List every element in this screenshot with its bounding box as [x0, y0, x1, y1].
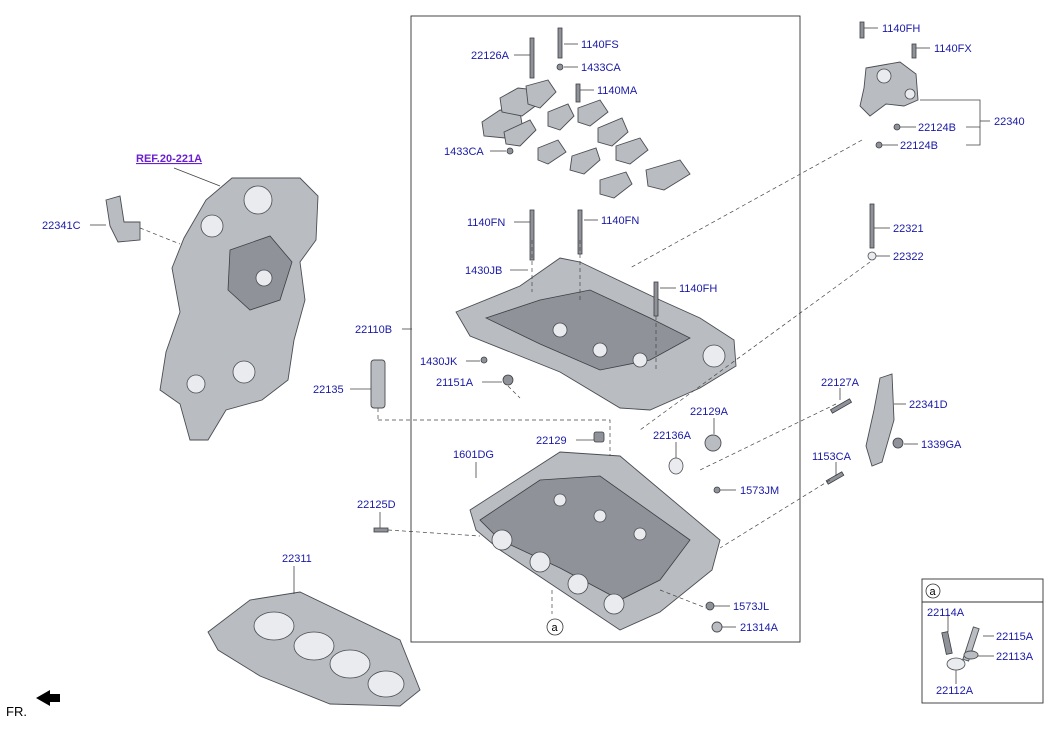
- label-1430JB[interactable]: 1430JB: [465, 265, 502, 277]
- bolt-1140FX: [911, 43, 917, 59]
- label-1140FN[interactable]: 1140FN: [467, 217, 505, 229]
- washer-1433CA-2: [506, 147, 514, 155]
- label-22321[interactable]: 22321: [893, 223, 924, 235]
- label-21151A[interactable]: 21151A: [436, 377, 474, 389]
- engine-mount-bracket: [859, 61, 919, 117]
- label-1339GA[interactable]: 1339GA: [921, 439, 962, 451]
- pin-1153CA: [825, 471, 845, 485]
- plug-21151A: [502, 374, 514, 386]
- label-22115A[interactable]: 22115A: [996, 631, 1034, 643]
- head-gasket: [207, 591, 421, 707]
- washer-22322: [867, 251, 877, 261]
- pin-22127A: [829, 398, 853, 414]
- camshaft-caps: [481, 79, 691, 199]
- bolt-1140MA: [575, 83, 581, 103]
- label-1140FS[interactable]: 1140FS: [581, 39, 619, 51]
- label-1433CA-2[interactable]: 1433CA: [444, 146, 484, 158]
- label-22129[interactable]: 22129: [536, 435, 567, 447]
- callout-marker-circle: [546, 618, 564, 636]
- cam-carrier: [455, 257, 737, 411]
- washer-1433CA: [556, 63, 564, 71]
- plug-1573JM: [713, 486, 721, 494]
- label-22124B[interactable]: 22124B: [918, 122, 956, 134]
- timing-cover: [159, 177, 319, 441]
- detail-box-a: a: [921, 578, 1044, 704]
- plug-22129: [593, 431, 605, 443]
- valve-seal: [963, 650, 979, 660]
- label-22311[interactable]: 22311: [282, 553, 312, 565]
- cylinder-head: [469, 451, 721, 631]
- label-22136A[interactable]: 22136A: [653, 430, 692, 442]
- pin-1430JK: [480, 356, 488, 364]
- label-22135[interactable]: 22135: [313, 384, 344, 396]
- label-22340[interactable]: 22340: [994, 116, 1025, 128]
- label-22341D[interactable]: 22341D: [909, 399, 948, 411]
- sleeve-22135: [370, 359, 386, 409]
- leader-lines: [90, 27, 990, 628]
- label-1153CA[interactable]: 1153CA: [812, 451, 852, 463]
- bolt-22321: [869, 203, 875, 249]
- pin-22124B-2: [875, 141, 883, 149]
- label-22125D[interactable]: 22125D: [357, 499, 396, 511]
- callout-marker: a: [552, 622, 559, 634]
- detail-box-title: a: [930, 586, 937, 598]
- valve-guide-part: [941, 631, 953, 655]
- label-1430JK[interactable]: 1430JK: [420, 356, 458, 368]
- label-22114A[interactable]: 22114A: [927, 607, 965, 619]
- label-1140FN-2[interactable]: 1140FN: [601, 215, 639, 227]
- label-22112A[interactable]: 22112A: [936, 685, 974, 697]
- pin-22124B: [893, 123, 901, 131]
- bolt-1140FS: [557, 27, 563, 59]
- label-22129A[interactable]: 22129A: [690, 406, 729, 418]
- bolt-22126A: [529, 37, 535, 79]
- detail-marker-circle: [925, 583, 941, 599]
- label-22126A[interactable]: 22126A: [471, 50, 510, 62]
- label-1573JL[interactable]: 1573JL: [733, 601, 769, 613]
- front-arrow-icon: [36, 690, 60, 706]
- nut-1339GA: [892, 437, 904, 449]
- label-1433CA[interactable]: 1433CA: [581, 62, 621, 74]
- label-1140FX[interactable]: 1140FX: [934, 43, 972, 55]
- bracket-22341D: [865, 373, 895, 467]
- label-22341C[interactable]: 22341C: [42, 220, 81, 232]
- label-1140FH[interactable]: 1140FH: [679, 283, 717, 295]
- plug-1573JL: [705, 601, 715, 611]
- label-1573JM[interactable]: 1573JM: [740, 485, 779, 497]
- orientation-label: FR.: [6, 704, 27, 719]
- label-1140FH-2[interactable]: 1140FH: [882, 23, 920, 35]
- ref-label[interactable]: REF.20-221A: [136, 153, 202, 165]
- cap-22129A: [704, 434, 722, 452]
- valve-seat-ring: [946, 657, 966, 671]
- label-22124B-2[interactable]: 22124B: [900, 140, 938, 152]
- label-22127A[interactable]: 22127A: [821, 377, 860, 389]
- bolt-1140FH: [653, 281, 659, 317]
- oring-22136A: [668, 457, 684, 475]
- plug-21314A: [711, 621, 723, 633]
- label-22113A[interactable]: 22113A: [996, 651, 1034, 663]
- label-22110B[interactable]: 22110B: [355, 324, 392, 336]
- label-1140MA[interactable]: 1140MA: [597, 85, 638, 97]
- label-1601DG[interactable]: 1601DG: [453, 449, 494, 461]
- label-22322[interactable]: 22322: [893, 251, 924, 263]
- label-21314A[interactable]: 21314A: [740, 622, 779, 634]
- alignment-lines: [139, 139, 871, 614]
- pin-22125D: [373, 527, 389, 533]
- bracket-22341C: [105, 195, 141, 243]
- bolt-1140FH-2: [859, 21, 865, 39]
- part-labels: 22126A 1140FS 1433CA 1140MA 1433CA 1140F…: [42, 23, 1034, 697]
- bolt-1140FN: [529, 209, 535, 261]
